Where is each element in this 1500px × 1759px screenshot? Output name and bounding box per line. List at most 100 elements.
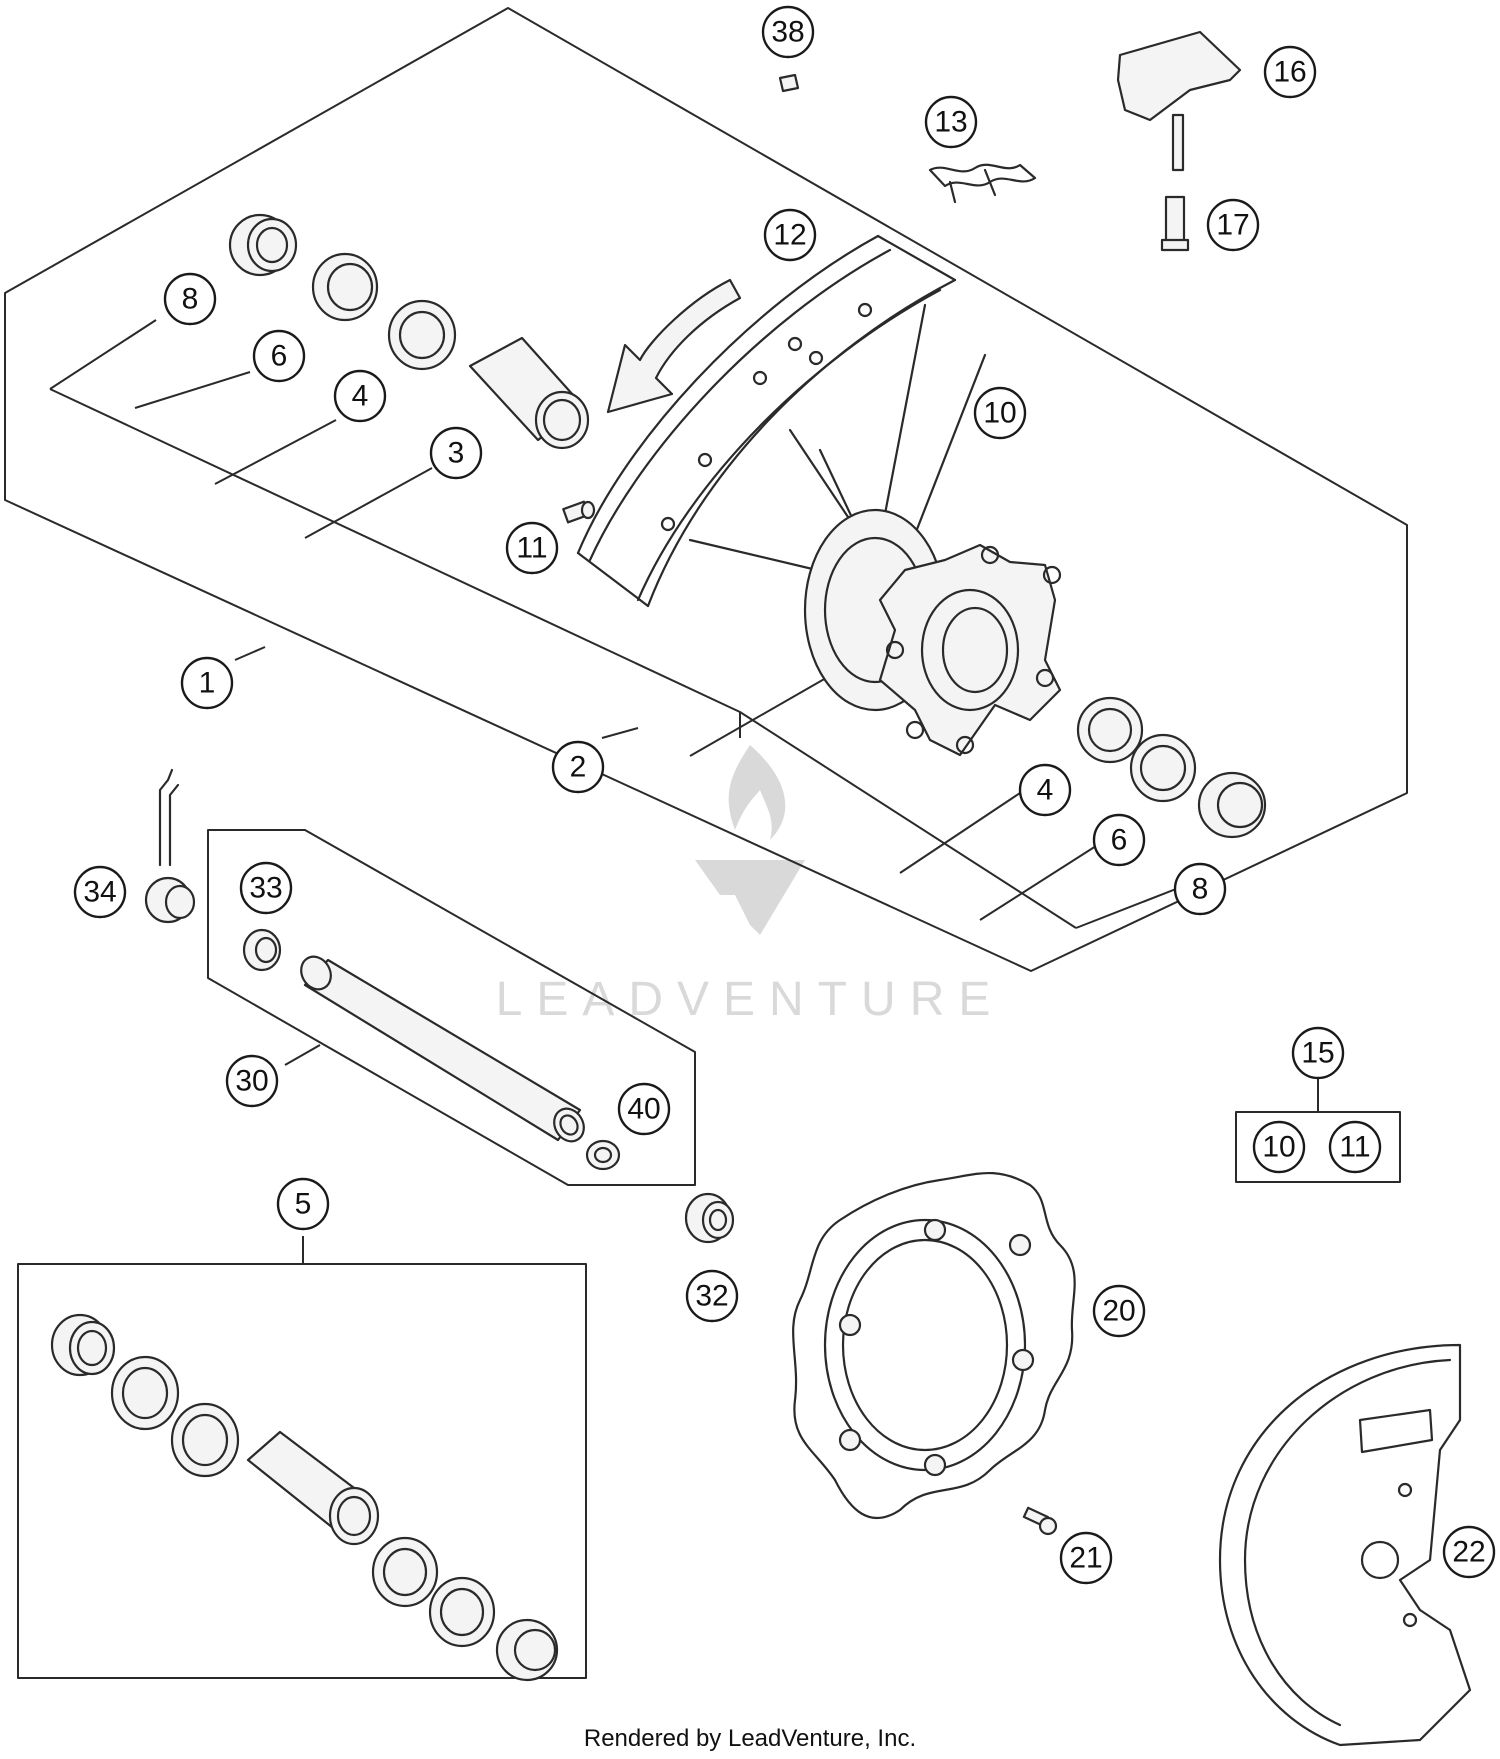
ball-bearing-left (387, 299, 457, 371)
svg-text:10: 10 (983, 397, 1016, 430)
svg-text:8: 8 (182, 283, 199, 316)
callout-38: 38 (761, 5, 815, 59)
callout-1: 1 (180, 656, 234, 710)
callout-5: 5 (276, 1177, 330, 1231)
svg-text:20: 20 (1102, 1295, 1135, 1328)
left-bearing-parts (228, 213, 590, 450)
callout-2: 2 (551, 740, 605, 794)
callout-22: 22 (1442, 1525, 1496, 1579)
svg-text:17: 17 (1216, 209, 1249, 242)
hub (803, 508, 1062, 757)
axle-kit-frame (207, 829, 696, 1186)
guard-logo-plate (1358, 1408, 1434, 1454)
leader-2a (601, 727, 639, 739)
part-32-spacer (684, 1192, 735, 1244)
svg-text:4: 4 (352, 380, 369, 413)
callout-30: 30 (225, 1054, 279, 1108)
svg-text:15: 15 (1301, 1037, 1334, 1070)
callout-34: 34 (73, 865, 127, 919)
callout-6b: 6 (1092, 813, 1146, 867)
callout-10b: 10 (1252, 1120, 1306, 1174)
svg-text:6: 6 (1111, 824, 1128, 857)
part-40-nut (585, 1139, 621, 1171)
callout-11a: 11 (505, 521, 559, 575)
svg-text:10: 10 (1262, 1131, 1295, 1164)
svg-text:2: 2 (570, 751, 587, 784)
watermark: LEADVENTURE (496, 745, 1005, 1026)
svg-text:16: 16 (1273, 56, 1306, 89)
brake-disc-guard (1218, 1343, 1472, 1747)
leader-30 (284, 1044, 321, 1066)
ball-bearing-right (1076, 696, 1144, 764)
brake-disc (792, 1172, 1076, 1520)
tire-lever-16 (1116, 30, 1242, 172)
svg-text:5: 5 (295, 1188, 312, 1221)
wheel-kit-frame (4, 7, 1408, 972)
callout-12: 12 (763, 208, 817, 262)
leader-1 (234, 646, 266, 661)
callout-6a: 6 (252, 329, 306, 383)
part-34-tool (144, 768, 196, 924)
leader-8b (1075, 888, 1177, 929)
wheel-assembly-frame (49, 388, 1077, 929)
svg-text:13: 13 (934, 106, 967, 139)
leader-8a (49, 319, 157, 390)
direction-arrow-icon (606, 278, 742, 414)
svg-text:22: 22 (1452, 1536, 1485, 1569)
svg-text:32: 32 (695, 1280, 728, 1313)
svg-text:3: 3 (448, 437, 465, 470)
callout-16: 16 (1263, 45, 1317, 99)
repair-kit-parts (50, 1313, 559, 1682)
leader-6b (979, 845, 1097, 921)
callout-4a: 4 (333, 369, 387, 423)
svg-text:38: 38 (771, 16, 804, 49)
right-bearing-parts (1076, 696, 1267, 839)
svg-text:33: 33 (249, 872, 282, 905)
callout-13: 13 (924, 95, 978, 149)
part-33-washer (242, 928, 282, 972)
leader-6a (134, 371, 251, 409)
rim-band (928, 163, 1037, 204)
front-axle (300, 955, 585, 1143)
svg-text:34: 34 (83, 876, 116, 909)
callout-21: 21 (1059, 1531, 1113, 1585)
rim (576, 234, 957, 608)
callout-8b: 8 (1173, 862, 1227, 916)
watermark-flame-icon (728, 745, 786, 840)
watermark-v-icon (695, 860, 805, 935)
callout-15: 15 (1291, 1026, 1345, 1080)
svg-text:30: 30 (235, 1065, 268, 1098)
callout-11b: 11 (1328, 1120, 1382, 1174)
callout-4b: 4 (1018, 763, 1072, 817)
leader-4a (214, 419, 337, 485)
spoke-nipple (562, 500, 596, 524)
callout-17: 17 (1206, 198, 1260, 252)
svg-text:4: 4 (1037, 774, 1054, 807)
callout-32: 32 (685, 1269, 739, 1323)
screw-21 (1022, 1506, 1058, 1536)
callout-3: 3 (429, 426, 483, 480)
callout-40: 40 (617, 1082, 671, 1136)
callout-10a: 10 (973, 386, 1027, 440)
svg-text:12: 12 (773, 219, 806, 252)
svg-text:40: 40 (627, 1093, 660, 1126)
callout-8a: 8 (163, 272, 217, 326)
callout-33: 33 (239, 861, 293, 915)
svg-text:21: 21 (1069, 1542, 1102, 1575)
svg-text:11: 11 (516, 532, 547, 565)
watermark-text: LEADVENTURE (496, 973, 1005, 1026)
svg-text:1: 1 (199, 667, 216, 700)
valve-17 (1160, 195, 1190, 252)
leader-3 (304, 467, 433, 539)
footer-credit: Rendered by LeadVenture, Inc. (583, 1725, 917, 1752)
screw-38 (778, 73, 800, 93)
shaft-seal-left (311, 252, 379, 322)
svg-text:11: 11 (1339, 1131, 1370, 1164)
leader-4b (899, 792, 1021, 874)
callout-20: 20 (1092, 1284, 1146, 1338)
axle-spacer-right (1197, 771, 1267, 839)
leader-2b (689, 669, 841, 757)
svg-text:6: 6 (271, 340, 288, 373)
svg-text:8: 8 (1192, 873, 1209, 906)
